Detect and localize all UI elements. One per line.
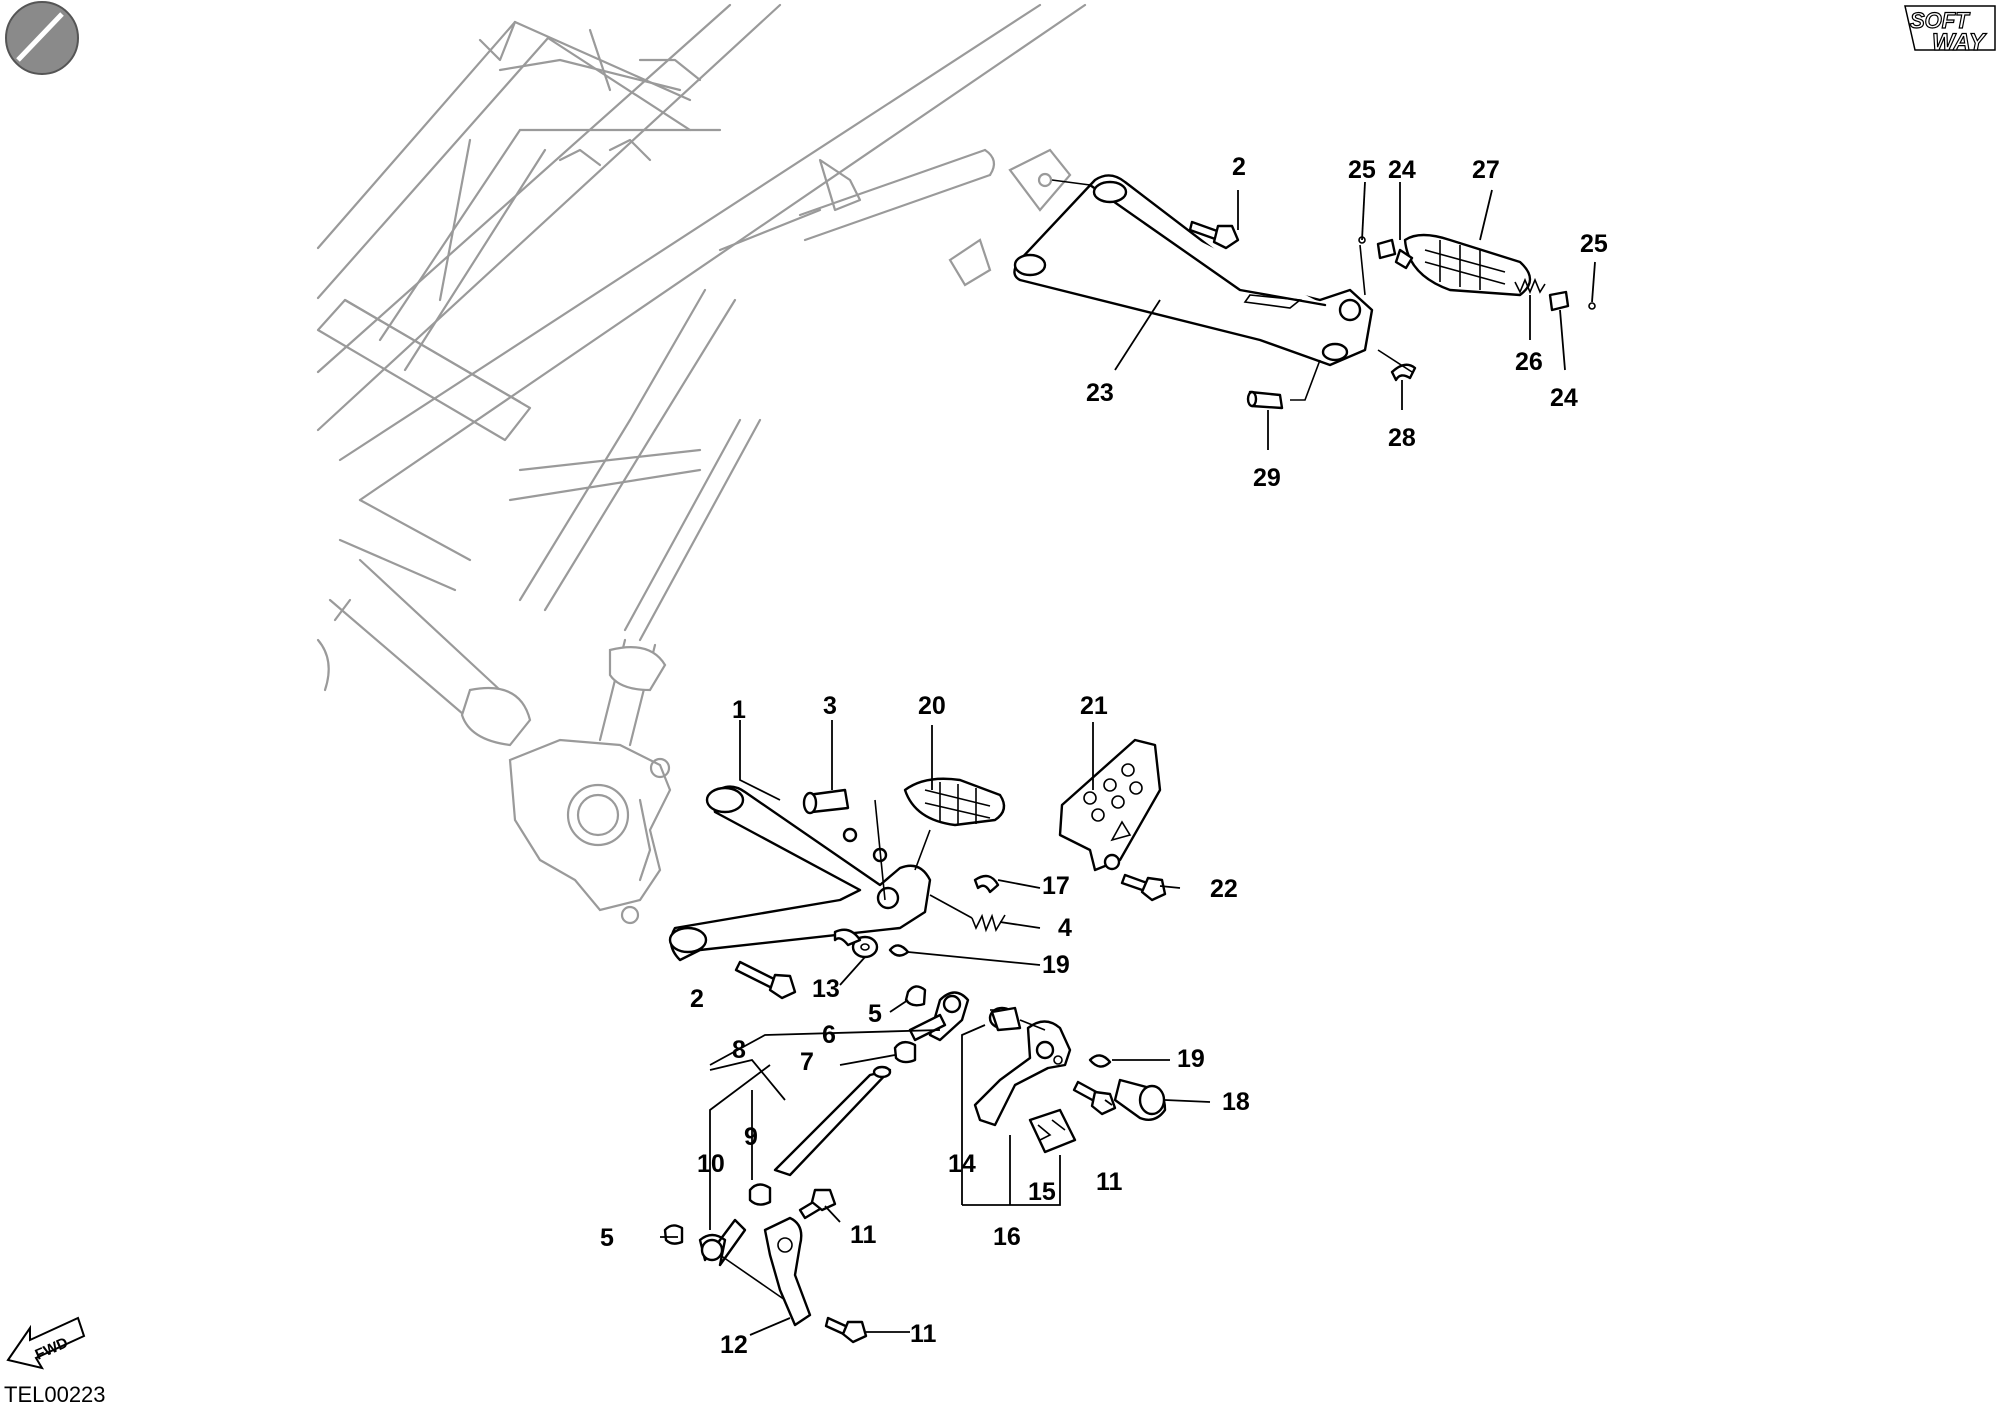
plate-24b — [1548, 290, 1570, 312]
gear-lever-16 — [973, 1020, 1072, 1127]
label-4: 4 — [1058, 914, 1072, 942]
softway-logo: SOFT WAY — [1904, 5, 1996, 57]
label-24b: 24 — [1550, 384, 1578, 412]
label-16: 16 — [993, 1223, 1021, 1251]
label-8: 8 — [732, 1036, 746, 1064]
clip-17 — [973, 874, 1000, 894]
front-footrest-assembly — [663, 738, 1167, 1344]
label-26: 26 — [1515, 348, 1543, 376]
label-9: 9 — [744, 1123, 758, 1151]
rear-footpeg-rubber — [1403, 233, 1532, 297]
rod-end-10 — [698, 1218, 747, 1267]
label-11a: 11 — [850, 1221, 877, 1249]
label-13: 13 — [812, 975, 840, 1003]
label-3: 3 — [823, 692, 837, 720]
label-17: 17 — [1042, 872, 1070, 900]
circlip-19b — [1088, 1054, 1112, 1068]
label-20: 20 — [918, 692, 946, 720]
label-19b: 19 — [1177, 1045, 1205, 1073]
label-18: 18 — [1222, 1088, 1250, 1116]
circlip-19a — [888, 944, 910, 957]
label-21: 21 — [1080, 692, 1108, 720]
nut-5b — [663, 1224, 684, 1245]
forward-direction-arrow: FWD — [6, 1316, 86, 1370]
softway-logo-top: SOFT — [1910, 8, 1970, 33]
label-5b: 5 — [600, 1224, 614, 1252]
label-27: 27 — [1472, 156, 1500, 184]
heel-guard — [1058, 738, 1162, 872]
nut-9 — [748, 1183, 772, 1206]
label-11c: 11 — [1096, 1168, 1123, 1196]
label-28: 28 — [1388, 424, 1416, 452]
shift-rod-8 — [773, 1068, 892, 1177]
rear-footrest-assembly — [1013, 174, 1596, 410]
pedal-rubber-15 — [1028, 1108, 1077, 1154]
nut-7 — [893, 1040, 917, 1064]
plate-24a — [1376, 238, 1397, 260]
label-24a: 24 — [1388, 156, 1416, 184]
label-29: 29 — [1253, 464, 1281, 492]
label-1: 1 — [732, 696, 746, 724]
softway-logo-bottom: WAY — [1932, 29, 1987, 56]
brand-disc-icon — [5, 1, 79, 75]
label-12: 12 — [720, 1331, 748, 1359]
rear-footrest-bracket — [1013, 174, 1374, 367]
label-5a: 5 — [868, 1000, 882, 1028]
label-25a: 25 — [1348, 156, 1376, 184]
label-25b: 25 — [1580, 230, 1608, 258]
label-2b: 2 — [690, 985, 704, 1013]
label-15: 15 — [1028, 1178, 1056, 1206]
label-14: 14 — [948, 1150, 976, 1178]
label-2a: 2 — [1232, 153, 1246, 181]
label-7: 7 — [800, 1048, 814, 1076]
label-11b: 11 — [910, 1320, 937, 1348]
nut-5a — [904, 985, 927, 1007]
label-10: 10 — [697, 1150, 725, 1178]
shift-lever-12 — [763, 1216, 812, 1327]
clip-28 — [1390, 363, 1417, 382]
label-6: 6 — [822, 1021, 836, 1049]
label-22: 22 — [1210, 875, 1238, 903]
part-labels: 1 3 20 21 22 17 4 19 13 2 5 6 7 8 9 10 5… — [600, 153, 1608, 1359]
front-footrest-bracket — [669, 785, 932, 962]
drawing-code: TEL00223 — [4, 1382, 106, 1407]
leader-lines — [660, 181, 1596, 1336]
label-23: 23 — [1086, 379, 1114, 407]
label-19a: 19 — [1042, 951, 1070, 979]
motorcycle-frame — [316, 3, 1087, 925]
spring-26 — [1514, 277, 1546, 295]
